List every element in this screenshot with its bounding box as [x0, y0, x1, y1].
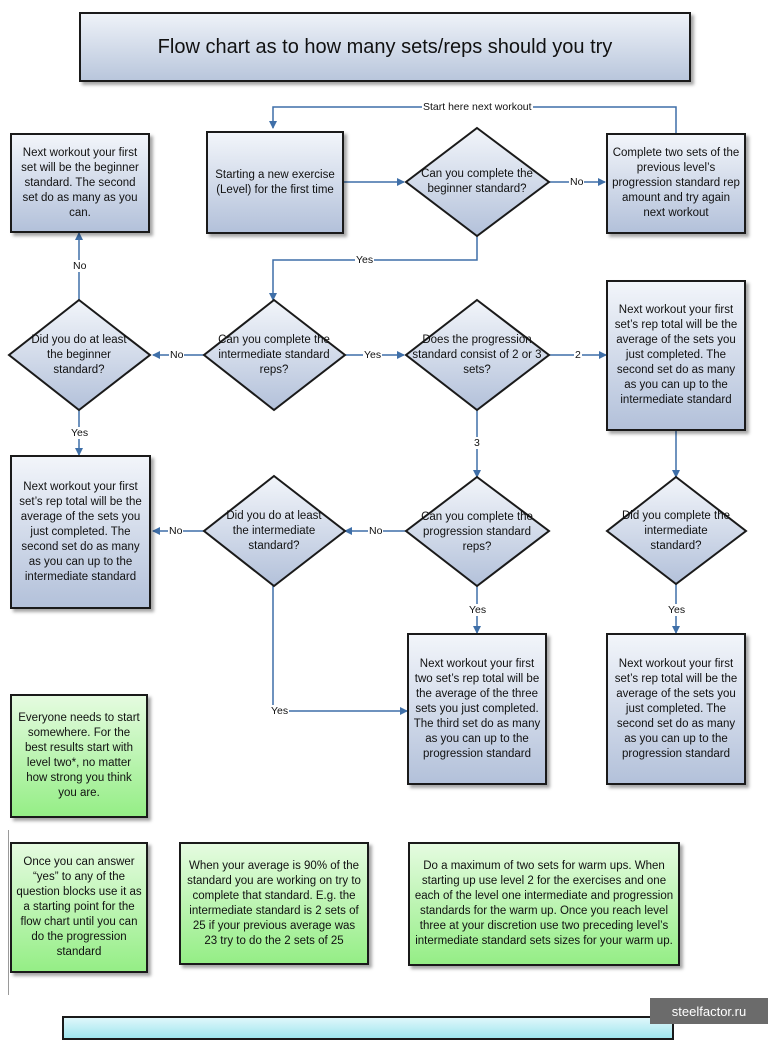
- decision-progression-reps-shape: [404, 475, 551, 588]
- label-progression-yes: Yes: [468, 604, 488, 616]
- note-average-90: When your average is 90% of the standard…: [179, 842, 369, 965]
- box-three-sets-result: Next workout your first two set’s rep to…: [407, 633, 547, 785]
- decision-progression-sets-shape: [404, 298, 551, 412]
- label-beginner-atleast-yes: Yes: [70, 427, 90, 439]
- box-avg-intermediate-left: Next workout your first set’s rep total …: [10, 455, 151, 609]
- connector-beginner-yes: [269, 236, 478, 301]
- note-once-yes: Once you can answer “yes” to any of the …: [10, 842, 148, 973]
- decision-intermediate-complete-shape: [605, 475, 748, 586]
- label-progression-no: No: [368, 525, 384, 537]
- note-warmup: Do a maximum of two sets for warm ups. W…: [408, 842, 680, 966]
- box-avg-intermediate-right: Next workout your first set’s rep total …: [606, 280, 746, 431]
- decision-beginner-shape: [404, 126, 551, 238]
- note-everyone: Everyone needs to start somewhere. For t…: [10, 694, 148, 818]
- label-intermediate-no: No: [169, 349, 185, 361]
- label-three-sets: 3: [473, 437, 481, 449]
- label-beginner-yes: Yes: [355, 254, 375, 266]
- box-start: Starting a new exercise (Level) for the …: [206, 131, 344, 234]
- label-start-here: Start here next workout: [422, 101, 533, 113]
- box-avg-progression-right: Next workout your first set’s rep total …: [606, 633, 746, 785]
- label-beginner-atleast-no: No: [72, 260, 88, 272]
- box-beginner-result: Next workout your first set will be the …: [10, 133, 150, 233]
- bottom-banner: [62, 1016, 674, 1040]
- label-intermediate-atleast-no: No: [168, 525, 184, 537]
- watermark: steelfactor.ru: [650, 998, 768, 1024]
- decision-beginner-atleast-shape: [7, 298, 152, 412]
- label-intermediate-atleast-yes: Yes: [270, 705, 290, 717]
- connector-intermediate-atleast-yes: [272, 586, 408, 715]
- label-intermediate-complete-yes: Yes: [667, 604, 687, 616]
- box-complete-two-sets: Complete two sets of the previous level’…: [606, 133, 746, 234]
- chart-title: Flow chart as to how many sets/reps shou…: [79, 12, 691, 82]
- decision-intermediate-shape: [202, 298, 347, 412]
- label-two-sets: 2: [574, 349, 582, 361]
- label-beginner-no: No: [569, 176, 585, 188]
- page-edge-line: [8, 830, 9, 995]
- decision-intermediate-atleast-shape: [202, 474, 347, 588]
- label-intermediate-yes: Yes: [363, 349, 383, 361]
